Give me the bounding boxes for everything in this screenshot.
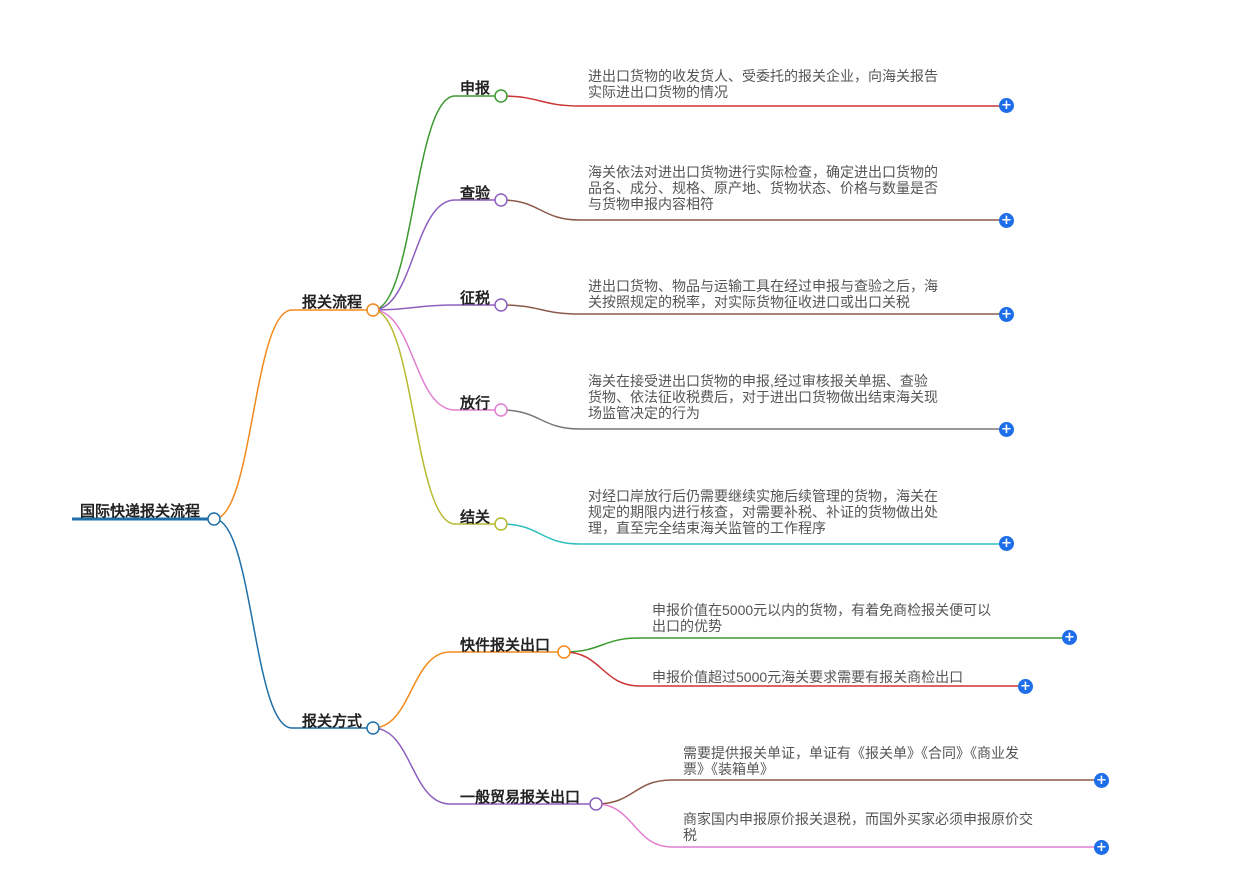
detail-line: 与货物申报内容相符	[588, 196, 714, 212]
root-node-label[interactable]: 国际快递报关流程	[80, 503, 201, 520]
edge-step-detail	[500, 95, 581, 107]
step-clearance-detail: 对经口岸放行后仍需要继续实施后续管理的货物，海关在 规定的期限内进行核查，对需要…	[588, 488, 938, 536]
process-toggle-icon[interactable]	[366, 303, 380, 317]
express-leaf-1: 申报价值在5000元以内的货物，有着免商检报关便可以 出口的优势	[652, 602, 991, 634]
edge-method-general	[372, 727, 451, 805]
general-trade-leaf-2: 商家国内申报原价报关退税，而国外买家必须申报原价交 税	[683, 811, 1033, 843]
detail-line: 海关依法对进出口货物进行实际检查，确定进出口货物的	[588, 164, 938, 180]
method-toggle-icon[interactable]	[366, 721, 380, 735]
step-release-label[interactable]: 放行	[460, 395, 491, 412]
step-tax-label[interactable]: 征税	[460, 290, 491, 307]
general-trade-leaf-1: 需要提供报关单证，单证有《报关单》《合同》《商业发 票》《装箱单》	[683, 745, 1019, 777]
express-leaf-2: 申报价值超过5000元海关要求需要有报关商检出口	[652, 669, 963, 685]
edge-step	[372, 95, 456, 311]
step-toggle-icon[interactable]	[494, 403, 508, 417]
method-general-trade-label[interactable]: 一般贸易报关出口	[460, 789, 581, 806]
detail-line: 关按照规定的税率，对实际货物征收进口或出口关税	[588, 294, 910, 310]
edge-step-detail	[500, 199, 581, 221]
detail-line: 对经口岸放行后仍需要继续实施后续管理的货物，海关在	[588, 488, 938, 504]
edge-step-detail	[500, 409, 581, 430]
step-declare-detail: 进出口货物的收发货人、受委托的报关企业，向海关报告 实际进出口货物的情况	[588, 68, 938, 100]
edge-express-leaf	[563, 637, 641, 653]
step-toggle-icon[interactable]	[494, 298, 508, 312]
detail-line: 货物、依法征收税费后，对于进出口货物做出结束海关现	[588, 389, 938, 405]
edge-express-leaf	[563, 651, 641, 687]
detail-line: 申报价值超过5000元海关要求需要有报关商检出口	[652, 669, 964, 685]
detail-line: 场监管决定的行为	[588, 405, 700, 421]
edge-general-leaf	[595, 779, 673, 805]
edge-root-process	[213, 309, 293, 520]
edge-step	[372, 199, 456, 311]
detail-line: 税	[683, 827, 697, 843]
detail-line: 需要提供报关单证，单证有《报关单》《合同》《商业发	[683, 745, 1019, 761]
step-release-detail: 海关在接受进出口货物的申报,经过审核报关单据、查验 货物、依法征收税费后，对于进…	[588, 373, 938, 421]
root-toggle-icon[interactable]	[207, 512, 221, 526]
step-tax-detail: 进出口货物、物品与运输工具在经过申报与查验之后，海 关按照规定的税率，对实际货物…	[588, 278, 938, 310]
express-toggle-icon[interactable]	[557, 645, 571, 659]
general-toggle-icon[interactable]	[589, 797, 603, 811]
step-inspect-label[interactable]: 查验	[460, 185, 491, 202]
expand-plus-icon[interactable]: +	[999, 422, 1014, 437]
expand-plus-icon[interactable]: +	[999, 536, 1014, 551]
branch-customs-process-label[interactable]: 报关流程	[302, 294, 363, 311]
step-toggle-icon[interactable]	[494, 517, 508, 531]
detail-line: 理，直至完全结束海关监管的工作程序	[588, 520, 826, 536]
expand-plus-icon[interactable]: +	[1094, 840, 1109, 855]
expand-plus-icon[interactable]: +	[1062, 630, 1077, 645]
step-toggle-icon[interactable]	[494, 193, 508, 207]
detail-line: 进出口货物、物品与运输工具在经过申报与查验之后，海	[588, 278, 938, 294]
expand-plus-icon[interactable]: +	[999, 213, 1014, 228]
detail-line: 品名、成分、规格、原产地、货物状态、价格与数量是否	[588, 180, 938, 196]
expand-plus-icon[interactable]: +	[999, 307, 1014, 322]
edge-root-method	[213, 518, 293, 729]
edge-step	[372, 309, 456, 411]
step-inspect-detail: 海关依法对进出口货物进行实际检查，确定进出口货物的 品名、成分、规格、原产地、货…	[588, 164, 938, 212]
step-clearance-label[interactable]: 结关	[460, 509, 491, 526]
method-express-label[interactable]: 快件报关出口	[460, 637, 551, 654]
detail-line: 进出口货物的收发货人、受委托的报关企业，向海关报告	[588, 68, 938, 84]
edge-step-detail	[500, 304, 581, 315]
detail-line: 实际进出口货物的情况	[588, 84, 728, 100]
expand-plus-icon[interactable]: +	[1094, 773, 1109, 788]
expand-plus-icon[interactable]: +	[1018, 679, 1033, 694]
edge-step	[372, 309, 456, 525]
step-toggle-icon[interactable]	[494, 89, 508, 103]
branch-customs-method-label[interactable]: 报关方式	[302, 713, 363, 730]
step-declare-label[interactable]: 申报	[460, 80, 491, 97]
detail-line: 海关在接受进出口货物的申报,经过审核报关单据、查验	[588, 373, 928, 389]
edge-step-detail	[500, 523, 581, 545]
detail-line: 申报价值在5000元以内的货物，有着免商检报关便可以	[652, 602, 992, 618]
expand-plus-icon[interactable]: +	[999, 98, 1014, 113]
detail-line: 票》《装箱单》	[683, 761, 774, 777]
edge-method-express	[372, 651, 451, 729]
detail-line: 出口的优势	[652, 618, 722, 634]
edge-step	[372, 304, 456, 311]
detail-line: 规定的期限内进行核查，对需要补税、补证的货物做出处	[588, 504, 938, 520]
detail-line: 商家国内申报原价报关退税，而国外买家必须申报原价交	[683, 811, 1033, 827]
edge-general-leaf	[595, 803, 673, 848]
